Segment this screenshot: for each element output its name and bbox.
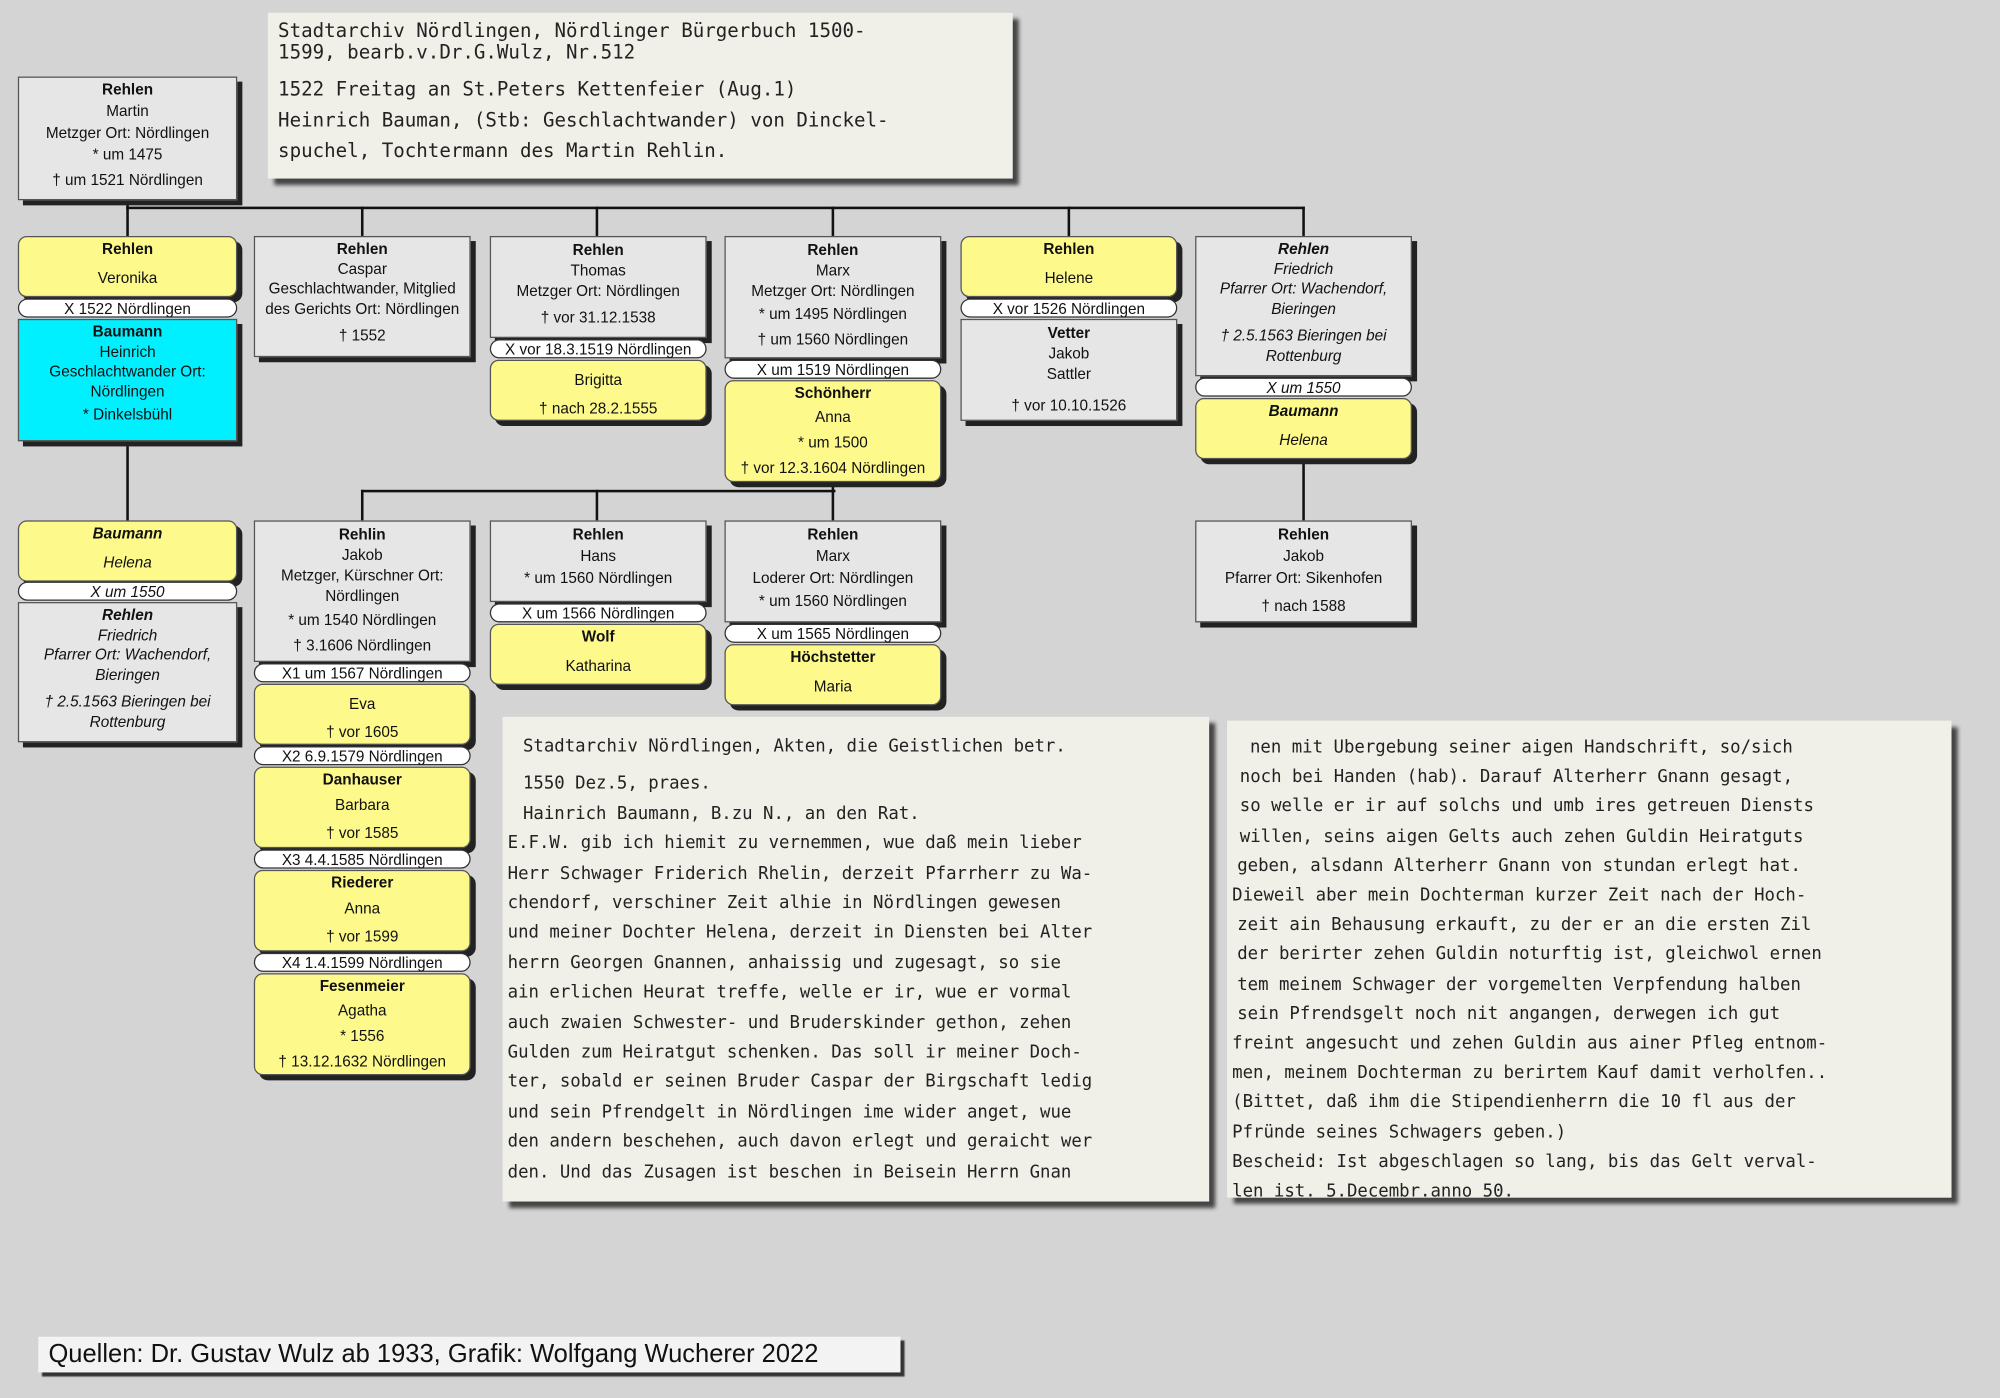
person-card-thomas-rehlen[interactable]: Rehlen Thomas Metzger Ort: Nördlingen † … (489, 235, 707, 339)
marriage-label-friedrich: X um 1550 (1195, 377, 1412, 397)
person-card-agatha-fesenmeier[interactable]: Fesenmeier Agatha * 1556 † 13.12.1632 Nö… (253, 973, 471, 1076)
header-document: Stadtarchiv Nördlingen, Nördlinger Bürge… (267, 12, 1013, 179)
person-card-anna-riederer[interactable]: Riederer Anna † vor 1599 (253, 869, 471, 952)
marriage-label-jakob-3: X3 4.4.1585 Nördlingen (253, 849, 471, 869)
person-card-jakob-rehlin[interactable]: Rehlin Jakob Metzger, Kürschner Ort: Nör… (253, 520, 471, 662)
person-card-friedrich-rehlen-2[interactable]: Rehlen Friedrich Pfarrer Ort: Wachendorf… (17, 602, 238, 743)
person-card-martin-rehlen[interactable]: Rehlen Martin Metzger Ort: Nördlingen * … (17, 76, 238, 201)
person-card-friedrich-rehlen[interactable]: Rehlen Friedrich Pfarrer Ort: Wachendorf… (1195, 235, 1412, 377)
person-card-eva[interactable]: Eva † vor 1605 (253, 683, 471, 745)
person-card-jakob-rehlen-2[interactable]: Rehlen Jakob Pfarrer Ort: Sikenhofen † n… (1195, 520, 1412, 623)
source-caption: Quellen: Dr. Gustav Wulz ab 1933, Grafik… (38, 1336, 901, 1373)
person-card-hans-rehlen[interactable]: Rehlen Hans * um 1560 Nördlingen (489, 520, 707, 603)
person-card-jakob-vetter[interactable]: Vetter Jakob Sattler † vor 10.10.1526 (960, 318, 1178, 421)
letter-document-right: nen mit Ubergebung seiner aigen Handschr… (1227, 720, 1952, 1202)
person-card-helena-baumann[interactable]: Baumann Helena (1195, 397, 1412, 460)
person-card-maria-hoechstetter[interactable]: Höchstetter Maria (724, 644, 942, 706)
marriage-label-marx: X um 1519 Nördlingen (724, 359, 942, 379)
person-card-caspar-rehlen[interactable]: Rehlen Caspar Geschlachtwander, Mitglied… (253, 235, 471, 358)
marriage-label-hans: X um 1566 Nördlingen (489, 603, 707, 623)
person-card-heinrich-baumann[interactable]: Baumann Heinrich Geschlachtwander Ort: N… (17, 318, 238, 442)
person-card-helena-baumann-2[interactable]: Baumann Helena (17, 520, 238, 582)
person-card-barbara-danhauser[interactable]: Danhauser Barbara † vor 1585 (253, 766, 471, 849)
marriage-label-helene: X vor 1526 Nördlingen (960, 298, 1178, 318)
person-card-helene-rehlen[interactable]: Rehlen Helene (960, 235, 1178, 298)
marriage-label-marx-2: X um 1565 Nördlingen (724, 623, 942, 643)
marriage-label-veronika: X 1522 Nördlingen (17, 298, 238, 318)
person-card-marx-rehlen-2[interactable]: Rehlen Marx Loderer Ort: Nördlingen * um… (724, 520, 942, 623)
marriage-label-jakob-1: X1 um 1567 Nördlingen (253, 663, 471, 683)
marriage-label-thomas: X vor 18.3.1519 Nördlingen (489, 339, 707, 359)
person-card-anna-schoenherr[interactable]: Schönherr Anna * um 1500 † vor 12.3.1604… (724, 380, 942, 483)
person-card-marx-rehlen[interactable]: Rehlen Marx Metzger Ort: Nördlingen * um… (724, 235, 942, 359)
marriage-label-jakob-4: X4 1.4.1599 Nördlingen (253, 952, 471, 972)
letter-document-left: Stadtarchiv Nördlingen, Akten, die Geist… (502, 716, 1210, 1202)
person-card-katharina-wolf[interactable]: Wolf Katharina (489, 623, 707, 685)
marriage-label-helena: X um 1550 (17, 581, 238, 601)
person-card-brigitta[interactable]: Brigitta † nach 28.2.1555 (489, 359, 707, 421)
person-card-veronika-rehlen[interactable]: Rehlen Veronika (17, 235, 238, 298)
marriage-label-jakob-2: X2 6.9.1579 Nördlingen (253, 746, 471, 766)
